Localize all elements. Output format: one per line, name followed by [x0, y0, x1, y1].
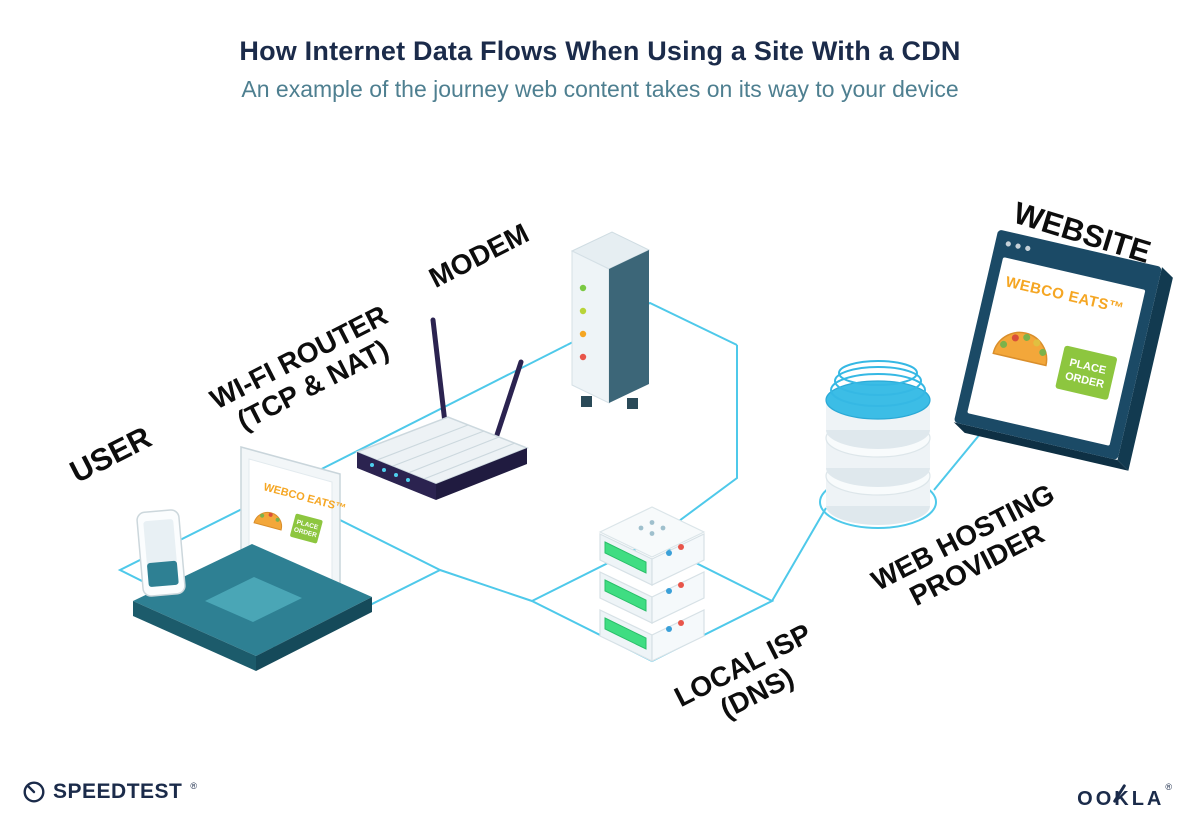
isp-server-illustration [598, 506, 706, 662]
browser-titlebar-dots [1005, 241, 1031, 252]
ookla-wordmark: OOKLA [1077, 788, 1165, 810]
phone-screen-content [147, 560, 179, 587]
router-leds [370, 463, 410, 482]
modem-foot [581, 396, 592, 407]
server-led-red [678, 582, 684, 588]
server-led-strip [604, 579, 647, 612]
server-unit [599, 533, 705, 586]
line-modem-to-isp [651, 345, 738, 542]
speedtest-registered-mark: ® [190, 781, 198, 791]
modem-side [609, 250, 649, 403]
laptop-base-edge-left [133, 601, 256, 671]
page-title: How Internet Data Flows When Using a Sit… [239, 36, 961, 66]
ookla-logo: OOKLA ® [1077, 782, 1172, 811]
line-hosting-to-website [933, 427, 986, 491]
server-unit [599, 609, 705, 662]
db-water-top [825, 380, 931, 420]
router-illustration [354, 317, 530, 500]
taco-topping [260, 513, 265, 518]
browser-depth-right [1117, 267, 1173, 471]
phone-illustration [136, 509, 186, 597]
line-isp-to-hosting [771, 507, 827, 602]
page-subtitle: An example of the journey web content ta… [241, 76, 959, 102]
server-led-blue [666, 550, 672, 556]
laptop-base-edge-right [256, 597, 372, 671]
server-led-red [678, 620, 684, 626]
speedtest-gauge-icon [23, 781, 45, 803]
modem-illustration [570, 231, 651, 409]
router-antenna-right [491, 359, 524, 447]
router-vents [376, 424, 516, 480]
browser-depth-bottom [953, 422, 1129, 471]
server-led-strip [604, 541, 647, 574]
website-browser-illustration: WEBCO EATS™ PLACE ORDER [953, 230, 1173, 471]
modem-front [571, 250, 610, 404]
ookla-registered-mark: ® [1165, 782, 1172, 792]
server-unit [599, 571, 705, 624]
db-rings [830, 360, 926, 407]
modem-foot [627, 398, 638, 409]
laptop-illustration: WEBCO EATS™ PLACE ORDER [133, 446, 372, 671]
browser-place-order-button: PLACE ORDER [1055, 345, 1117, 400]
taco-topping [275, 517, 280, 522]
laptop-trackpad [205, 577, 302, 622]
hosting-db-illustration [825, 360, 931, 525]
line-user-to-isp [439, 569, 533, 602]
server-led-red [678, 544, 684, 550]
speedtest-wordmark: SPEEDTEST [53, 780, 183, 803]
server-led-strip [604, 617, 647, 650]
server-top-dots [638, 520, 666, 536]
modem-leds [579, 284, 587, 361]
server-led-blue [666, 588, 672, 594]
speedtest-logo: SPEEDTEST ® [22, 780, 197, 804]
laptop-place-order-button [290, 513, 323, 544]
router-front-right [436, 448, 527, 500]
server-led-blue [666, 626, 672, 632]
taco-topping [268, 512, 273, 517]
browser-taco-icon [992, 331, 1048, 367]
